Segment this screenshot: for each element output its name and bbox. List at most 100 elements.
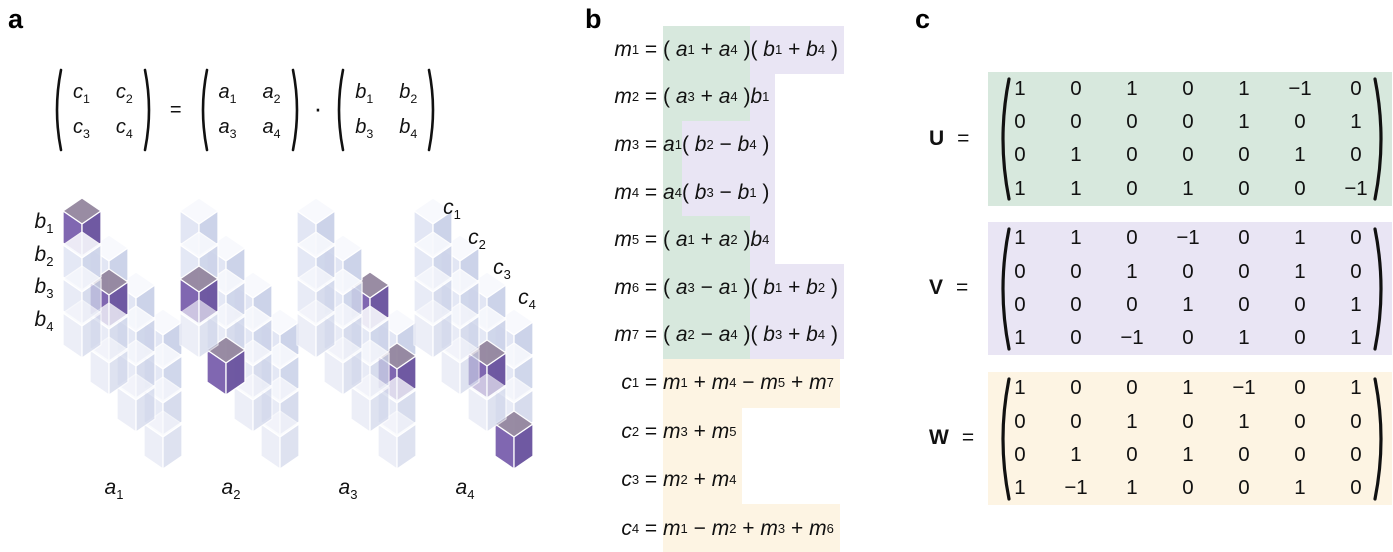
cube	[350, 373, 390, 433]
matrix-cell: 0	[1126, 376, 1138, 400]
matrix-label: U=	[929, 127, 969, 151]
matrix-name: W	[929, 426, 949, 450]
matrix-2x2-grid: a1 a2 a3 a4	[210, 81, 290, 141]
matrix-cell: a4	[262, 116, 281, 141]
matrix-cell: 0	[1070, 409, 1082, 433]
matrix-cell: 0	[1294, 376, 1306, 400]
matrix-cell: 1	[1014, 76, 1026, 100]
operand-a-matrix: a1 a2 a3 a4	[196, 67, 304, 153]
matrix-cell: a2	[262, 81, 281, 106]
matrix-cell: 1	[1014, 176, 1026, 200]
matrix-paren-left	[1001, 77, 1011, 201]
matrix-cell: 1	[1182, 442, 1194, 466]
matrix-cell: 0	[1014, 442, 1026, 466]
matrix-cell: 0	[1238, 143, 1250, 167]
matrix-cell: 1	[1238, 76, 1250, 100]
tensor-slice-a4	[413, 197, 534, 470]
matrix-cell: 1	[1238, 326, 1250, 350]
matrix-cell: −1	[1232, 376, 1256, 400]
matrix-cell: 0	[1182, 143, 1194, 167]
tensor-col-label: c2	[468, 226, 486, 253]
matrix-cell: a1	[218, 81, 237, 106]
matrix-cell: 0	[1294, 176, 1306, 200]
matrix-cell: 0	[1126, 292, 1138, 316]
matrix-cell: 1	[1182, 292, 1194, 316]
matrix-cell: 0	[1238, 476, 1250, 500]
matrix-cell: 1	[1070, 226, 1082, 250]
matrix-cell: 0	[1350, 442, 1362, 466]
matrix-equals: =	[957, 126, 970, 150]
tensor-row-label: b3	[34, 275, 54, 302]
matrix-cell: 0	[1182, 409, 1194, 433]
cube	[233, 373, 273, 433]
matrix-cell: 1	[1294, 259, 1306, 283]
matrix-cell: 1	[1070, 176, 1082, 200]
matrix-cell: 1	[1182, 176, 1194, 200]
matrix-cell: 1	[1070, 143, 1082, 167]
equals-sign: =	[169, 98, 182, 121]
matrix-cell: 0	[1126, 442, 1138, 466]
matrix-paren-right	[1373, 376, 1383, 501]
tensor-slice-a2	[179, 197, 300, 470]
cube	[440, 336, 480, 396]
matrix-cell: 0	[1126, 110, 1138, 134]
matrix-cell: 0	[1014, 409, 1026, 433]
matrix-cell: 0	[1238, 292, 1250, 316]
matrix-cell: 1	[1014, 476, 1026, 500]
tensor-col-label: c4	[518, 286, 536, 313]
slice-label: a1	[104, 476, 124, 503]
slice-label: a4	[455, 476, 475, 503]
matrix-cell: a3	[218, 116, 237, 141]
matrix-paren-left	[1001, 226, 1011, 351]
cube	[296, 299, 336, 359]
matrix-cell: 1	[1126, 476, 1138, 500]
paren-left	[337, 68, 345, 152]
matrix-cell: 1	[1238, 110, 1250, 134]
paren-right	[427, 68, 435, 152]
matrix-cell: b4	[399, 116, 418, 141]
matrix-name: V	[929, 276, 944, 300]
matrix-cell: b1	[355, 81, 374, 106]
matrix-cell: 0	[1182, 326, 1194, 350]
panel-c-label: c	[915, 4, 931, 34]
matrix-equals: =	[961, 426, 975, 450]
matrix-cell: 0	[1238, 259, 1250, 283]
matrix-cell: 0	[1294, 409, 1306, 433]
matrix-cell: 1	[1350, 326, 1362, 350]
matrix-cell: c2	[115, 81, 133, 106]
matrix-cell: 0	[1350, 476, 1362, 500]
paren-right	[291, 68, 298, 152]
matrix-cell: 1	[1126, 76, 1138, 100]
slice-label: a3	[338, 476, 358, 503]
matrix-cell: b3	[355, 116, 374, 141]
matrix-cell: 0	[1238, 176, 1250, 200]
